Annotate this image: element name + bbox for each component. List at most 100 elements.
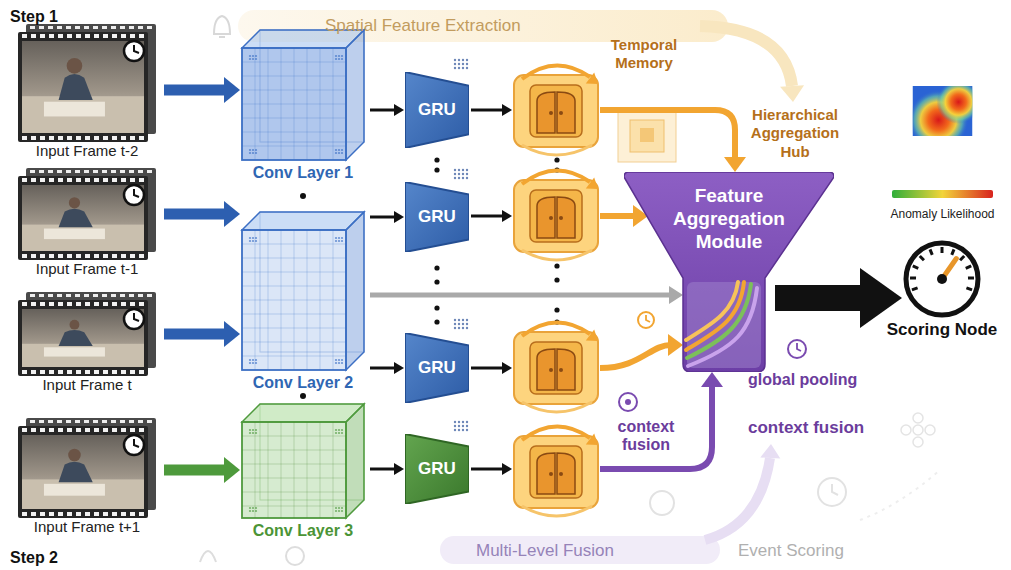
node-label: Conv Layer 2 [253,374,353,392]
sprocket [30,294,35,297]
sprocket [40,178,45,182]
sprocket [138,294,143,297]
sprocket [120,170,125,173]
anomaly-heatmap-art [880,84,1005,204]
label-holder: Multi-Level Fusion [476,541,614,561]
label-holder: global pooling [748,371,857,389]
label-holder: Step 1 [10,8,58,26]
feature-dot [252,507,254,509]
gru-shape [405,182,469,252]
sprocket [84,170,89,173]
arrow-head [586,433,598,445]
grid-dots [466,421,468,423]
faint-icon [286,547,304,565]
grid-dots [458,327,460,329]
gauge-tick [930,249,932,255]
sprocket [138,26,143,29]
door-knob [559,472,563,476]
feature-dot [249,362,251,364]
label-holder: Event Scoring [738,541,844,561]
sprocket [39,420,44,423]
clock-icon [124,309,144,329]
gru-block: GRU [405,182,469,252]
sprocket [39,170,44,173]
sprocket [76,254,81,258]
video-frame-art [12,24,162,142]
door-knob [549,472,553,476]
arrow-head [780,85,804,102]
sprocket [112,370,117,374]
sprocket [130,254,135,258]
node-label: GRU [418,100,456,120]
connector-line [471,215,503,218]
sprocket [112,34,117,38]
connector [370,362,404,374]
feature-stream [687,284,751,358]
caption-row: GRU [418,459,456,479]
grid-dots [454,67,456,69]
sprocket [130,512,135,516]
sprocket [22,302,27,306]
photo [22,41,144,133]
sprocket [40,302,45,306]
sprocket [147,420,152,423]
door-knob [559,216,563,220]
annotation-label: Spatial Feature Extraction [325,16,521,35]
grid-dots [466,177,468,179]
faint-trail [860,470,940,520]
connector-line [370,468,396,471]
sprocket [49,254,54,258]
text-area: Feature Aggregation Module [654,184,804,254]
gauge-tick [966,288,972,290]
memory-gate [514,332,598,404]
gauge-tick [920,256,924,260]
person [59,462,93,483]
connector-line [600,384,712,469]
sprocket [129,294,134,297]
connector [164,321,240,347]
feature-dot [255,507,257,509]
node-label: Feature Aggregation Module [654,184,804,253]
sprocket [103,178,108,182]
annotation-label: Hierarchical Aggregation Hub [751,106,839,160]
grid-line [242,90,346,91]
faint-clock [818,478,846,506]
ellipsis-dot [554,263,559,268]
connector-line [370,367,396,370]
sprocket [94,178,99,182]
grid-dots [458,319,460,321]
grid-dots [462,421,464,423]
grid-dots [466,59,468,61]
clock-hands [646,315,650,322]
memory-gate [514,180,598,252]
arrow-head [502,362,512,374]
sprocket [130,136,135,140]
grid-dots [458,429,460,431]
cube-side [346,212,364,370]
caption-row: Input Frame t [12,376,162,394]
feature-dot [255,510,257,512]
gauge-hub [937,274,947,284]
grid-dots [458,323,460,325]
arrow-head [860,268,902,328]
sprocket [31,512,36,516]
grid-line [242,258,346,259]
arrow-head [394,104,404,116]
caption-row: Feature Aggregation Module [654,184,804,254]
grid-line [242,328,346,329]
gate-door [557,349,575,390]
sprocket [139,136,144,140]
grid-dots [462,173,464,175]
video-frame: Input Frame t [12,292,162,394]
sprocket [22,178,27,182]
grid-dots [466,327,468,329]
grid-dots [454,59,456,61]
sprocket [76,370,81,374]
clock-icon [788,340,806,358]
ellipsis-dot [434,305,439,310]
door-knob [559,368,563,372]
gru-shape [405,434,469,504]
door-knob [549,368,553,372]
grid-line [242,272,346,273]
sprocket [139,254,144,258]
